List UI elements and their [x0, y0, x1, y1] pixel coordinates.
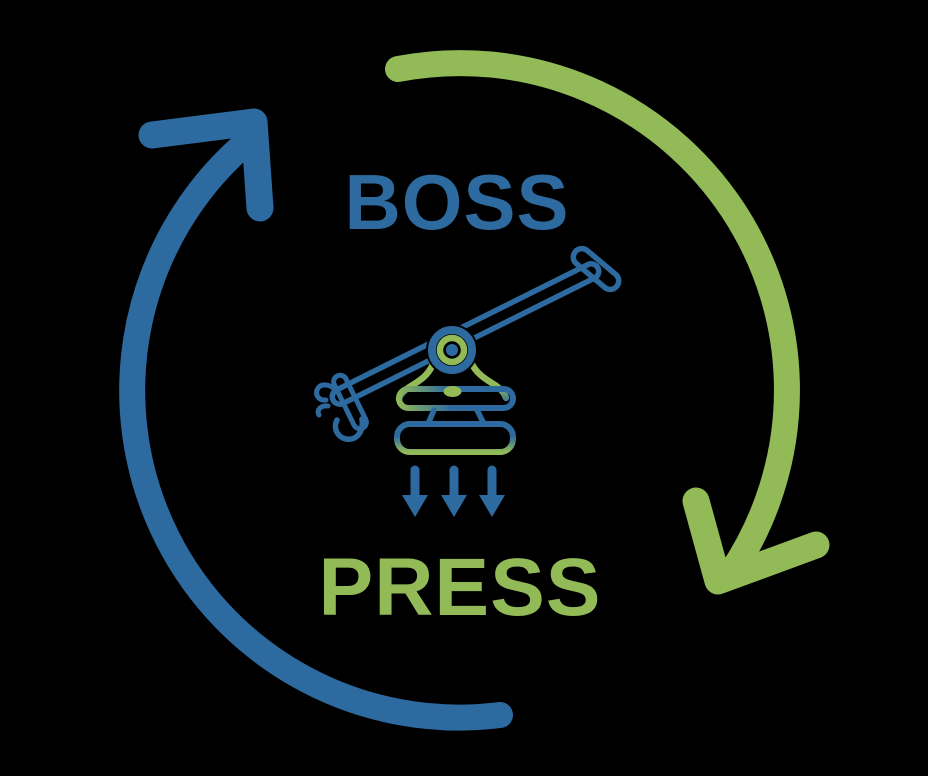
cycle-arrow-green-icon: [385, 50, 830, 595]
cycle-arrowhead-green: [682, 487, 830, 595]
press-lever-handle: [570, 245, 622, 293]
cycle-arc-green: [385, 50, 800, 586]
press-machine-icon: [314, 245, 622, 517]
cycle-arc-blue: [119, 134, 513, 731]
cycle-arrowhead-blue: [138, 108, 274, 222]
press-body-dot: [443, 386, 462, 397]
press-counterweight-hook: [314, 372, 369, 442]
brand-name-top: BOSS: [344, 158, 570, 246]
press-body: [395, 358, 516, 411]
press-down-arrows-icon: [402, 465, 505, 517]
brand-name-bottom: PRESS: [318, 542, 602, 633]
press-pivot-screw: [426, 324, 478, 376]
cycle-arrow-blue-icon: [119, 108, 513, 731]
press-base: [394, 407, 516, 455]
